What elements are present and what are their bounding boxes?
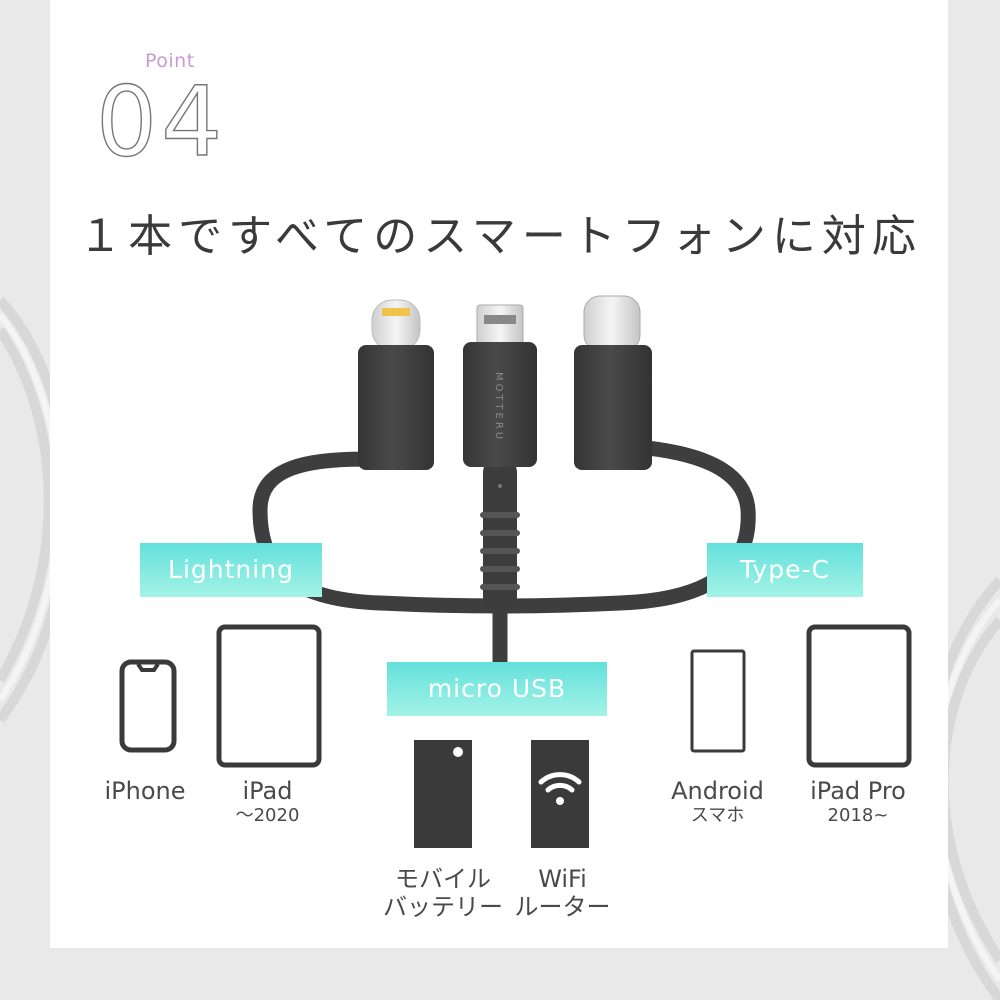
ipad-tablet-icon	[216, 624, 322, 768]
android-smartphone-icon	[690, 649, 746, 753]
android-sub-label: スマホ	[690, 804, 745, 826]
battery-icon	[414, 740, 472, 848]
cable-brand-text: MOTTERU	[493, 372, 504, 442]
ipad-sub-label: 〜2020	[235, 804, 300, 826]
micro-usb-connector	[463, 304, 537, 467]
lightning-connector	[358, 299, 434, 470]
ipad-label-text: iPad	[242, 777, 293, 805]
android-label-text: Android	[671, 777, 764, 805]
iphone-smartphone-icon	[119, 659, 177, 753]
mobile-battery-label: モバイル バッテリー	[368, 865, 518, 921]
strain-relief	[480, 460, 520, 610]
wifi-router-line1: WiFi	[538, 865, 587, 893]
ipad-pro-label-text: iPad Pro	[810, 777, 906, 805]
lightning-tag: Lightning	[140, 543, 322, 597]
ipad-pro-tablet-icon	[806, 624, 912, 768]
micro-usb-tag: micro USB	[387, 662, 607, 716]
point-label: Point	[145, 50, 195, 72]
wifi-router-label: WiFi ルーター	[505, 865, 620, 921]
iphone-label: iPhone	[80, 777, 210, 806]
mobile-battery-line2: バッテリー	[383, 892, 503, 921]
page-title: １本ですべてのスマートフォンに対応	[78, 211, 922, 262]
ipad-pro-label: iPad Pro 2018~	[788, 777, 928, 826]
ipad-label: iPad 〜2020	[205, 777, 330, 826]
android-label: Android スマホ	[650, 777, 785, 826]
mobile-battery-line1: モバイル	[395, 865, 491, 893]
wifi-icon	[531, 740, 589, 848]
type-c-connector	[574, 295, 652, 470]
iphone-label-text: iPhone	[104, 777, 186, 805]
point-number: 04	[95, 66, 227, 178]
type-c-tag: Type-C	[707, 543, 863, 597]
ipad-pro-sub-label: 2018~	[827, 804, 889, 826]
wifi-router-line2: ルーター	[514, 892, 611, 921]
